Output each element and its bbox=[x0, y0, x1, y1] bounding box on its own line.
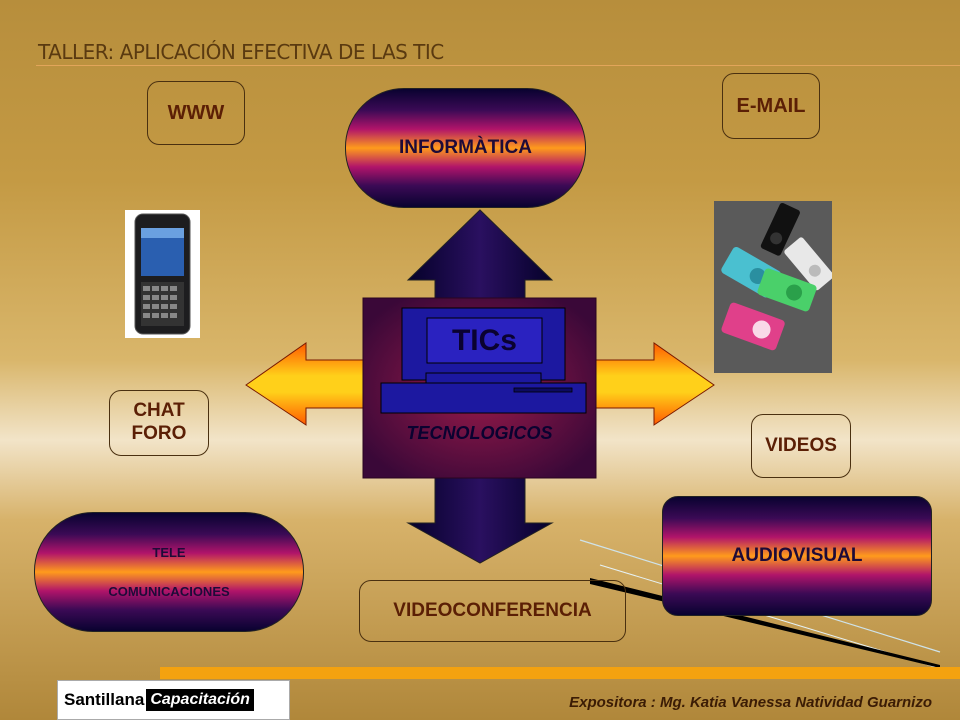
www-label: WWW bbox=[167, 102, 225, 124]
videos-label: VIDEOS bbox=[765, 434, 837, 456]
footer-accent-bar bbox=[160, 667, 960, 679]
logo-capacitacion-text: Capacitación bbox=[146, 689, 254, 711]
monitor-screen bbox=[426, 317, 543, 364]
tic-diagram bbox=[245, 209, 715, 564]
www-node: WWW bbox=[147, 81, 245, 145]
tecnologicos-label: TECNOLOGICOS bbox=[406, 423, 553, 443]
videoconferencia-label: VIDEOCONFERENCIA bbox=[393, 599, 592, 621]
ipod-nano-image bbox=[714, 201, 832, 373]
email-node: E-MAIL bbox=[722, 73, 820, 139]
computer-base bbox=[380, 382, 587, 414]
audiovisual-node: AUDIOVISUAL bbox=[662, 496, 932, 616]
informatica-label: INFORMÀTICA bbox=[399, 137, 532, 158]
tele-label: TELE bbox=[152, 545, 186, 560]
logo-brand-text: Santillana bbox=[64, 690, 145, 709]
monitor-neck bbox=[425, 372, 542, 384]
slide-title: TALLER: APLICACIÓN EFECTIVA DE LAS TIC bbox=[38, 40, 444, 64]
title-divider bbox=[36, 65, 960, 66]
email-label: E-MAIL bbox=[736, 95, 806, 117]
telecomunicaciones-node: TELE COMUNICACIONES bbox=[34, 512, 304, 632]
santillana-logo: Santillana Capacitación bbox=[57, 680, 290, 720]
videos-node: VIDEOS bbox=[751, 414, 851, 478]
audiovisual-label: AUDIOVISUAL bbox=[731, 545, 863, 566]
informatica-node: INFORMÀTICA bbox=[345, 88, 586, 208]
presenter-credit: Expositora : Mg. Katia Vanessa Natividad… bbox=[569, 694, 932, 711]
chat-foro-node: CHAT FORO bbox=[109, 390, 209, 456]
chat-label: CHAT bbox=[133, 400, 185, 422]
comunicaciones-label: COMUNICACIONES bbox=[108, 584, 230, 599]
foro-label: FORO bbox=[131, 423, 187, 444]
disk-drive-slot bbox=[513, 387, 573, 393]
videoconferencia-node: VIDEOCONFERENCIA bbox=[359, 580, 626, 642]
tics-label: TICs bbox=[451, 323, 517, 357]
smartphone-image bbox=[125, 210, 200, 338]
